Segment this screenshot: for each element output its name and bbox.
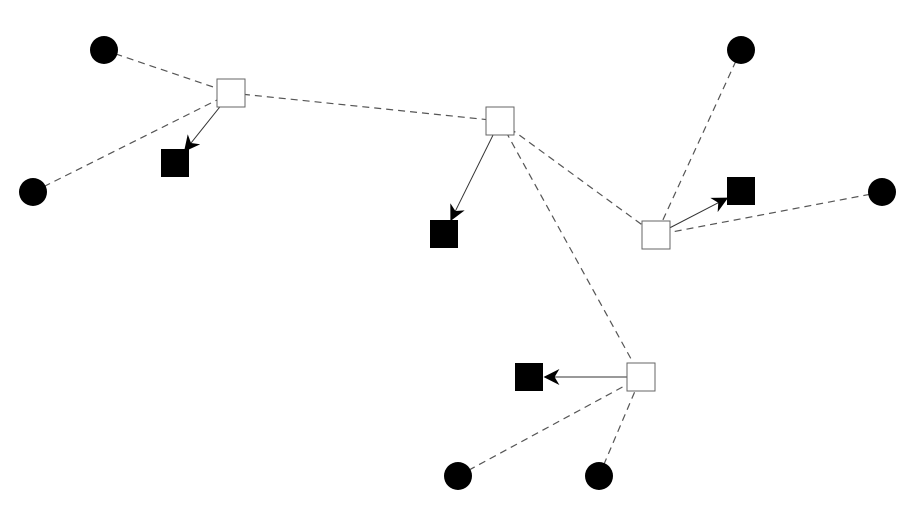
dashed-edge-c1-h1 <box>103 49 232 94</box>
dashed-edge-c3-h3 <box>655 49 742 236</box>
hollow-square-node-h1 <box>216 78 246 108</box>
dashed-edge-c4-h3 <box>655 191 883 236</box>
hollow-square-node-h3 <box>641 220 671 250</box>
filled-square-node-f1 <box>161 149 189 177</box>
hollow-square-node-h2 <box>485 106 515 136</box>
circle-node-c4 <box>868 178 896 206</box>
circle-node-c3 <box>727 36 755 64</box>
nodes <box>19 36 896 490</box>
filled-square-node-f2 <box>430 220 458 248</box>
dashed-edge-h2-h3 <box>499 120 657 236</box>
dashed-edges <box>32 49 883 477</box>
circle-node-c1 <box>90 36 118 64</box>
arrow-h2-f2 <box>450 120 501 222</box>
circle-node-c2 <box>19 178 47 206</box>
filled-square-node-f3 <box>727 177 755 205</box>
dashed-edge-h2-h4 <box>499 120 642 378</box>
filled-square-node-f4 <box>515 363 543 391</box>
dashed-edge-c5-h4 <box>457 376 642 477</box>
dashed-edge-c6-h4 <box>598 376 642 477</box>
dashed-edge-h1-h2 <box>230 92 501 122</box>
dashed-edge-c2-h1 <box>32 92 232 193</box>
hollow-square-node-h4 <box>626 362 656 392</box>
circle-node-c5 <box>444 462 472 490</box>
circle-node-c6 <box>585 462 613 490</box>
